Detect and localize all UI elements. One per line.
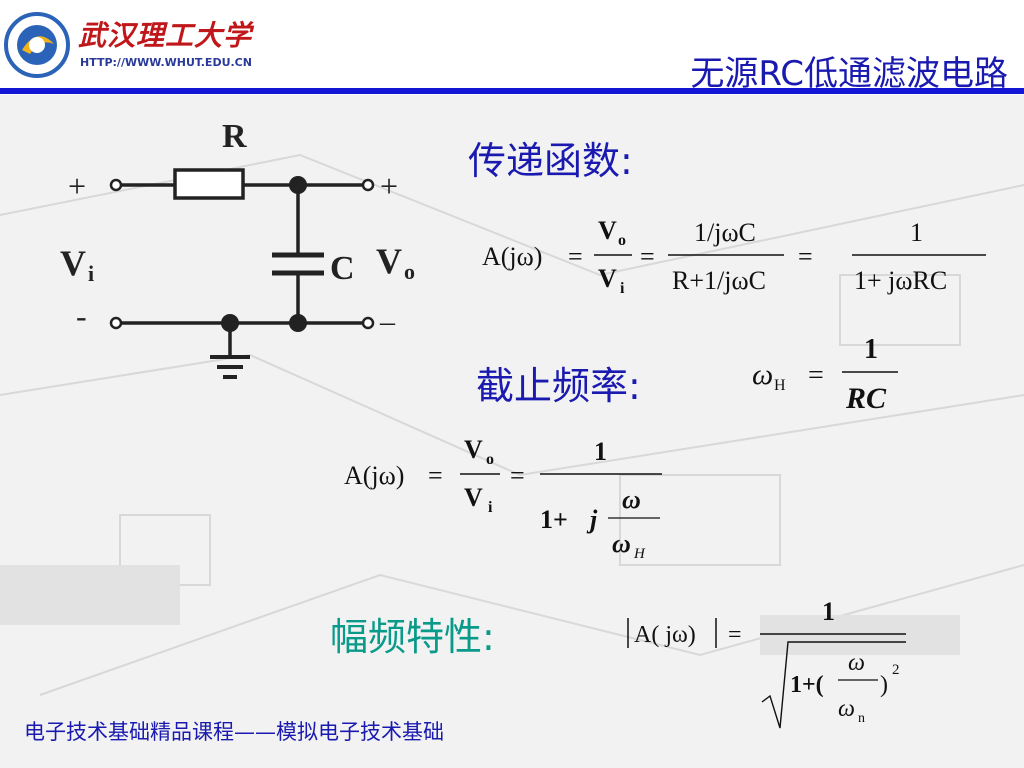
svg-text:o: o (486, 451, 494, 468)
svg-text:=: = (808, 360, 824, 391)
svg-text:i: i (488, 499, 493, 516)
svg-text:1: 1 (822, 597, 835, 626)
header-divider (0, 88, 1024, 94)
svg-text:R+1/jωC: R+1/jωC (672, 266, 766, 295)
heading-transfer-function: 传递函数: (468, 139, 633, 183)
svg-text:=: = (640, 242, 655, 271)
svg-text:=: = (728, 622, 742, 648)
amplitude-response-formula: A( jω) = 1 1+( ω ω n ) 2 (627, 597, 906, 729)
slide-title: 无源RC低通滤波电路 (690, 54, 1008, 94)
minus-right: – (379, 305, 396, 338)
input-terminal-bottom (109, 316, 123, 330)
svg-text:A(jω): A(jω) (482, 242, 542, 271)
resistor-label: R (222, 118, 247, 155)
university-url: HTTP://WWW.WHUT.EDU.CN (80, 56, 252, 69)
background-circuit-texture (0, 95, 1024, 768)
svg-text:V: V (598, 264, 617, 293)
heading-cutoff-frequency: 截止频率: (476, 364, 641, 408)
svg-text:V: V (464, 435, 483, 464)
input-terminal-top (109, 178, 123, 192)
svg-text:1+(: 1+( (790, 672, 824, 698)
svg-text:H: H (774, 377, 786, 394)
svg-text:): ) (880, 672, 888, 698)
cutoff-frequency-formula: ω H = 1 RC (752, 334, 898, 415)
svg-text:j: j (586, 505, 598, 534)
course-footer: 电子技术基础精品课程——模拟电子技术基础 (24, 720, 444, 744)
output-terminal-bottom (361, 316, 375, 330)
svg-text:i: i (620, 280, 625, 297)
svg-text:=: = (568, 242, 583, 271)
svg-text:1: 1 (864, 334, 878, 365)
svg-text:A(jω): A(jω) (344, 461, 404, 490)
svg-text:1+: 1+ (540, 505, 568, 534)
svg-text:V: V (598, 216, 617, 245)
svg-text:o: o (618, 232, 626, 249)
svg-text:ω: ω (752, 358, 773, 391)
svg-text:1: 1 (594, 437, 607, 466)
svg-text:2: 2 (892, 662, 900, 678)
svg-text:ω: ω (848, 650, 865, 676)
svg-text:=: = (798, 242, 813, 271)
output-terminal-top (361, 178, 375, 192)
slide-header: 武汉理工大学 HTTP://WWW.WHUT.EDU.CN 无源RC低通滤波电路 (0, 0, 1024, 95)
svg-text:A( jω): A( jω) (634, 622, 696, 648)
svg-text:ω: ω (622, 485, 641, 514)
output-voltage-sub: o (404, 259, 415, 284)
output-voltage-label: V (376, 241, 402, 281)
university-name: 武汉理工大学 (78, 19, 253, 52)
svg-text:1+ jωRC: 1+ jωRC (854, 266, 947, 295)
svg-text:1/jωC: 1/jωC (694, 218, 756, 247)
input-voltage-sub: i (88, 261, 94, 286)
university-logo (4, 12, 70, 78)
plus-left: + (68, 168, 86, 204)
normalized-transfer-formula: A(jω) = V o V i = 1 1+ j ω ω H (344, 435, 662, 562)
svg-text:RC: RC (845, 382, 887, 415)
svg-text:ω: ω (612, 529, 631, 558)
svg-text:1: 1 (910, 218, 923, 247)
svg-text:n: n (858, 711, 865, 726)
resistor-symbol (173, 168, 245, 200)
svg-text:=: = (428, 461, 443, 490)
capacitor-label: C (330, 250, 355, 287)
svg-text:=: = (510, 461, 525, 490)
svg-text:V: V (464, 483, 483, 512)
input-voltage-label: V (60, 243, 86, 283)
rc-circuit-diagram: R C + + - – V i V o (60, 118, 415, 379)
heading-amplitude-response: 幅频特性: (330, 615, 495, 659)
minus-left: - (76, 298, 87, 334)
svg-text:ω: ω (838, 696, 855, 722)
plus-right: + (380, 168, 398, 204)
svg-text:H: H (633, 546, 646, 562)
transfer-function-formula: A(jω) = V o V i = 1/jωC R+1/jωC = 1 1+ j… (482, 216, 986, 297)
